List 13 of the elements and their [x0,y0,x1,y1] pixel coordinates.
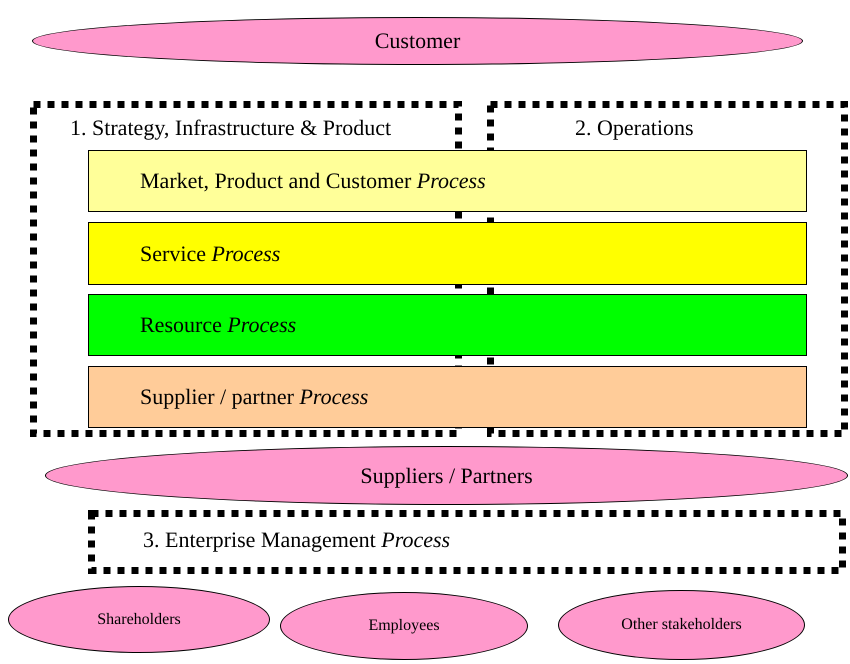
process-label: Customer [374,28,460,54]
process-label: Shareholders [97,610,181,628]
process-bar [88,150,807,212]
process-label: Service Process [140,240,280,266]
process-label: Resource Process [140,312,296,338]
process-label: Employees [368,617,440,635]
process-label: Suppliers / Partners [360,462,533,488]
process-bar [88,222,807,285]
process-label: Market, Product and Customer Process [140,168,486,194]
process-label: Other stakeholders [621,616,742,634]
process-bar [88,294,807,356]
process-bar [88,366,807,428]
process-label: Supplier / partner Process [140,384,368,410]
